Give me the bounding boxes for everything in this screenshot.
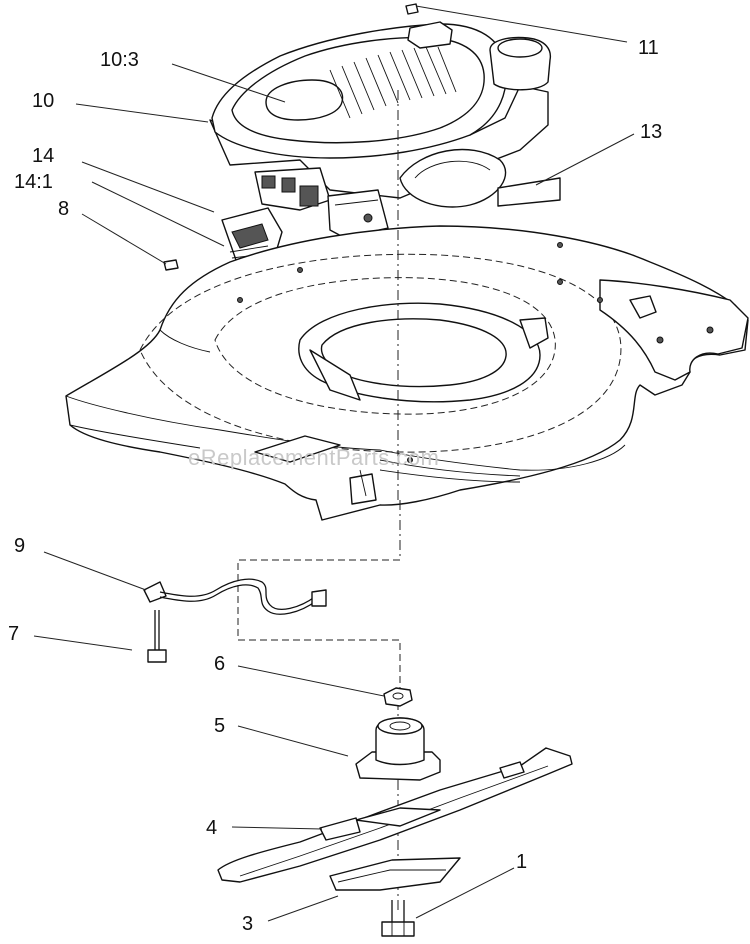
- callout-labels: 10:3 10 14 14:1 8 11 13 9 7 6 5 4 1 3: [8, 37, 662, 935]
- screw-7: [147, 610, 167, 663]
- bolt-8: [163, 259, 179, 271]
- blade-bolt-1: [381, 900, 415, 937]
- callout-9: 9: [14, 535, 25, 557]
- callout-1: 1: [516, 851, 527, 873]
- engine: [209, 21, 552, 239]
- callout-10: 10: [32, 90, 54, 112]
- leader-lines: [33, 5, 635, 922]
- blade-4: [217, 747, 573, 883]
- bolt-11: [405, 3, 419, 15]
- callout-10-3: 10:3: [100, 49, 139, 71]
- callout-13: 13: [640, 121, 662, 143]
- stiffener-3: [329, 857, 461, 891]
- watermark: eReplacementParts.com: [188, 445, 439, 470]
- decal-13: [497, 177, 561, 207]
- lockwasher-6: [383, 687, 413, 707]
- callout-11: 11: [638, 37, 659, 59]
- mower-deck: [65, 225, 749, 521]
- callout-14-1: 14:1: [14, 171, 53, 193]
- callout-4: 4: [206, 817, 217, 839]
- callout-6: 6: [214, 653, 225, 675]
- callout-8: 8: [58, 198, 69, 220]
- ground-cable-9: [143, 578, 327, 615]
- callout-7: 7: [8, 623, 19, 645]
- callout-5: 5: [214, 715, 225, 737]
- blade-adapter-5: [355, 717, 441, 781]
- callout-14: 14: [32, 145, 54, 167]
- callout-3: 3: [242, 913, 253, 935]
